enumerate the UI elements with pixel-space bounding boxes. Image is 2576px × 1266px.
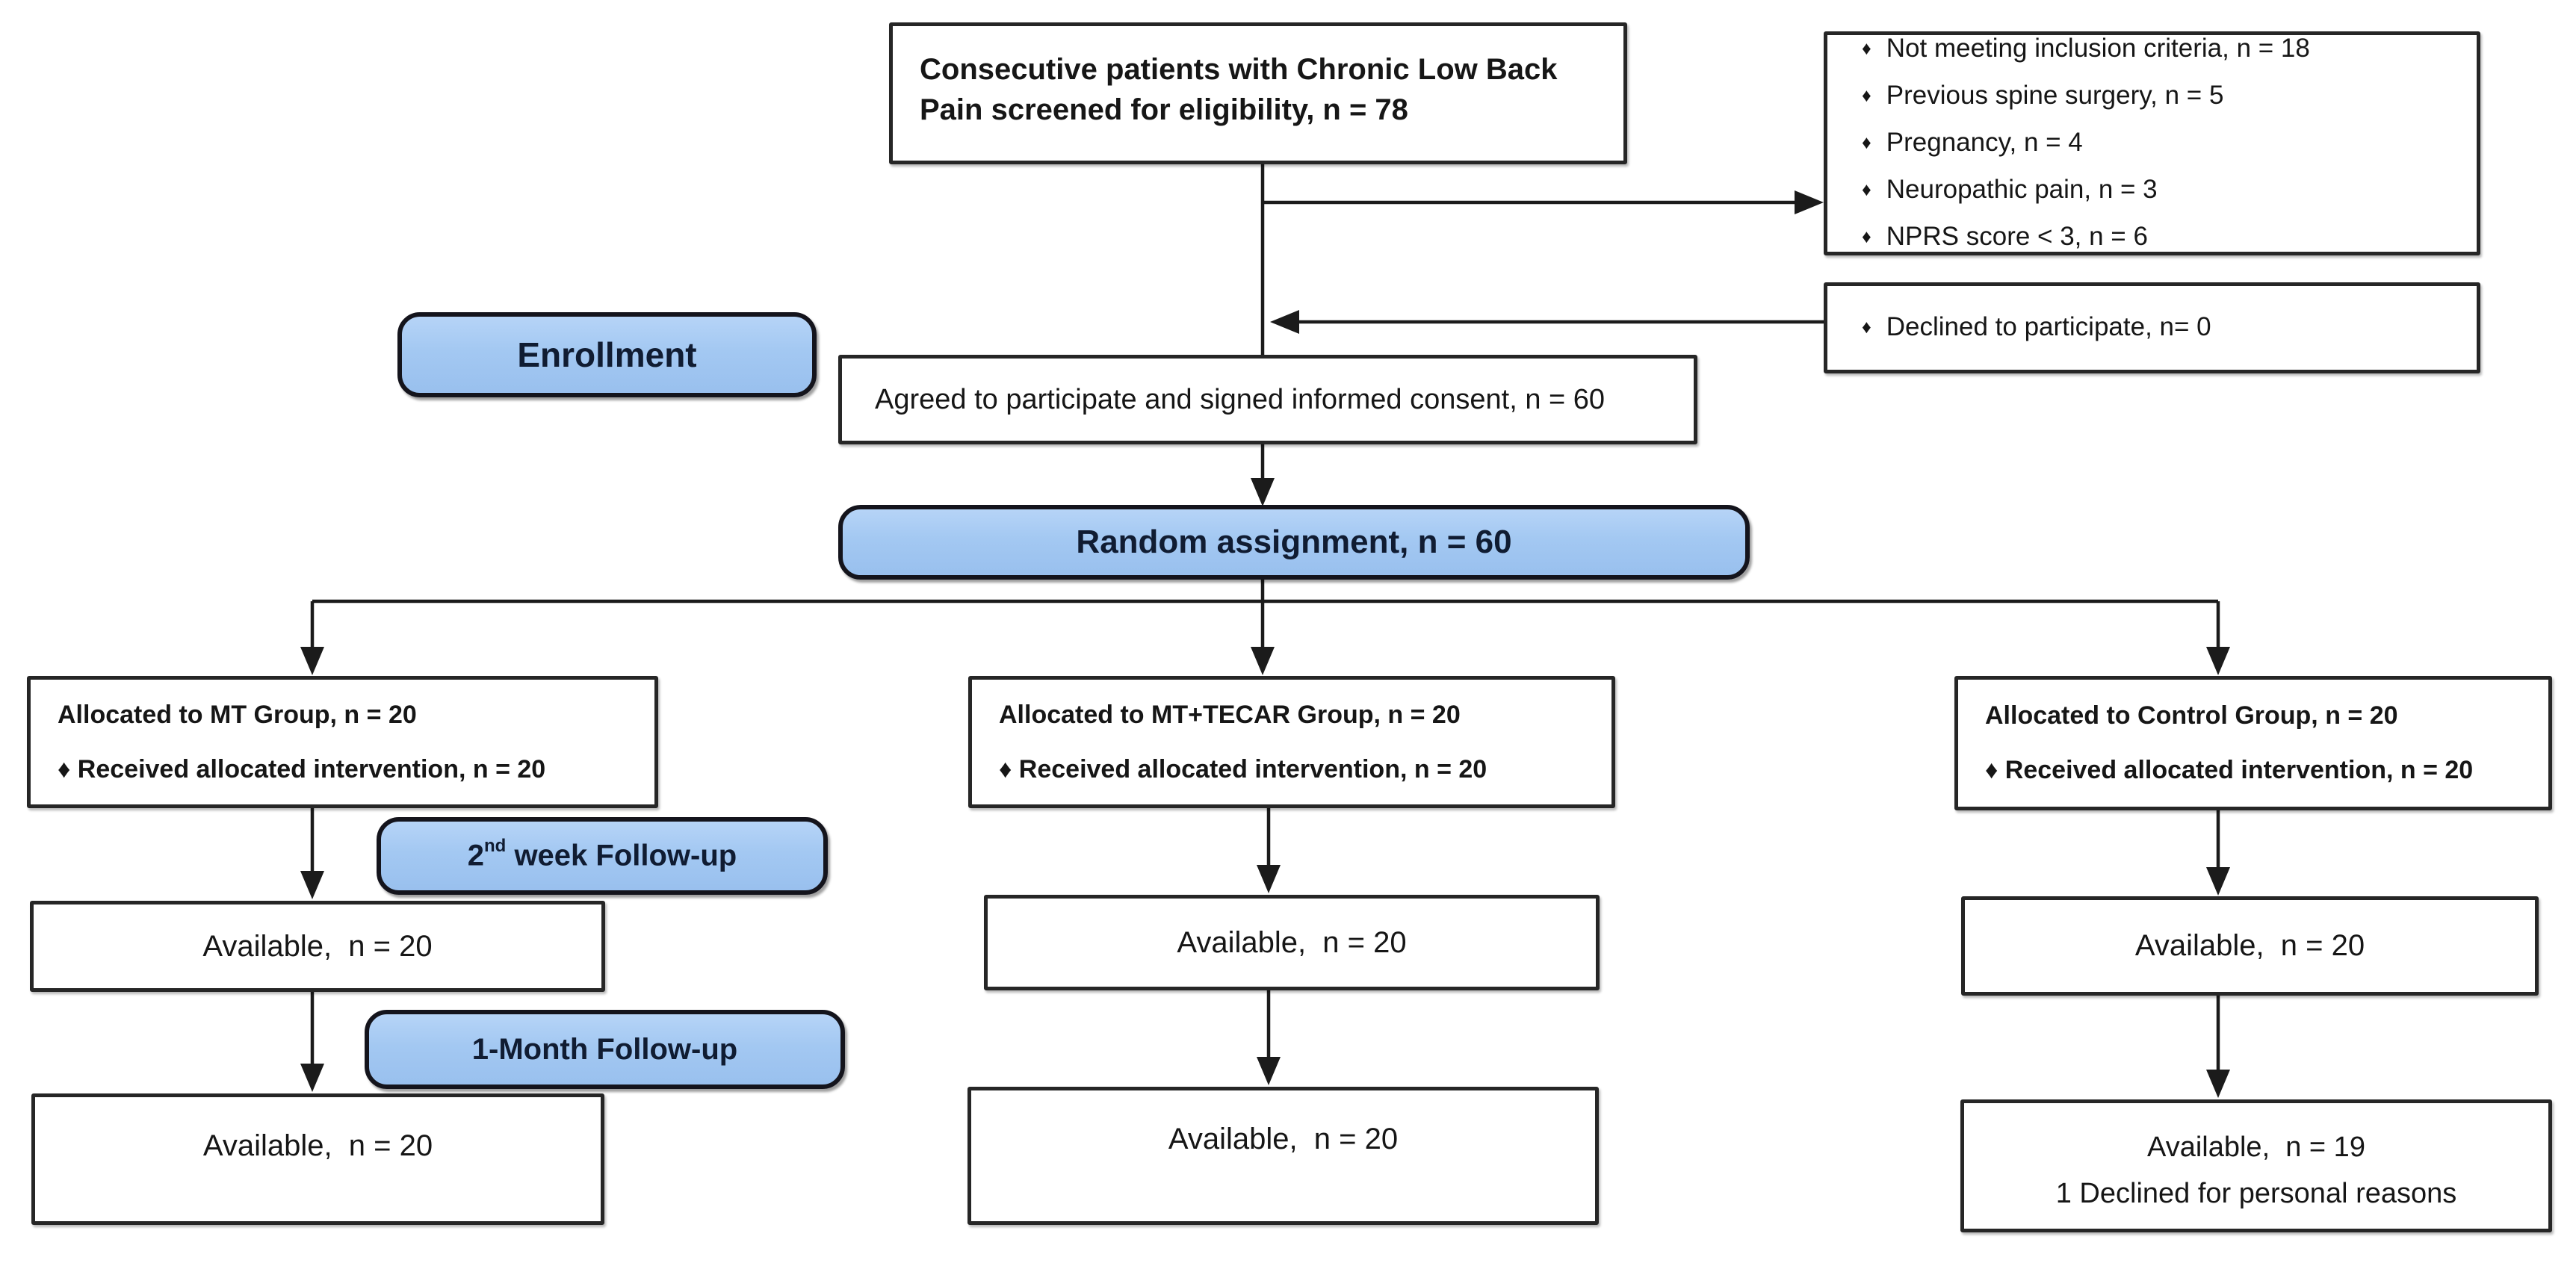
excluded-item-text: Previous spine surgery, n = 5 <box>1886 80 2224 110</box>
arrowhead-1month-mt-icon <box>300 1064 324 1092</box>
available-1month-control-line2: 1 Declined for personal reasons <box>2055 1178 2457 1209</box>
allocation-mt-box: Allocated to MT Group, n = 20 ♦ Received… <box>27 676 658 808</box>
enrollment-label-text: Enrollment <box>517 335 697 374</box>
screened-text: Consecutive patients with Chronic Low Ba… <box>920 53 1566 126</box>
random-assignment-text: Random assignment, n = 60 <box>1076 524 1512 560</box>
arrowhead-alloc-mt-tecar-icon <box>1251 647 1275 675</box>
allocation-mt-line2: ♦ Received allocated intervention, n = 2… <box>58 754 546 784</box>
excluded-box: ♦ Not meeting inclusion criteria, n = 18… <box>1824 31 2480 255</box>
arrowhead-excluded-icon <box>1795 190 1824 214</box>
available-2week-mt-box: Available, n = 20 <box>30 901 605 992</box>
followup-2week-text: 2nd week Follow-up <box>467 836 737 872</box>
available-1month-control-box: Available, n = 19 1 Declined for persona… <box>1960 1099 2552 1232</box>
excluded-item: ♦ Previous spine surgery, n = 5 <box>1862 73 2466 120</box>
available-1month-mt-box: Available, n = 20 <box>31 1093 604 1225</box>
excluded-item: ♦ Neuropathic pain, n = 3 <box>1862 167 2466 214</box>
available-2week-mt-tecar-text: Available, n = 20 <box>1177 925 1407 959</box>
arrowhead-2week-mt-tecar-icon <box>1257 865 1281 893</box>
available-2week-mt-text: Available, n = 20 <box>202 929 433 963</box>
arrowhead-alloc-control-icon <box>2206 647 2230 675</box>
available-2week-control-text: Available, n = 20 <box>2134 929 2365 962</box>
excluded-item: ♦ NPRS score < 3, n = 6 <box>1862 214 2466 261</box>
arrowhead-2week-mt-icon <box>300 871 324 899</box>
arrowhead-2week-control-icon <box>2206 867 2230 896</box>
arrowhead-random-icon <box>1251 478 1275 506</box>
screened-box: Consecutive patients with Chronic Low Ba… <box>889 22 1627 164</box>
allocation-mt-tecar-line1: Allocated to MT+TECAR Group, n = 20 <box>999 700 1461 729</box>
available-1month-mt-text: Available, n = 20 <box>202 1129 433 1162</box>
excluded-item-text: Neuropathic pain, n = 3 <box>1886 174 2158 204</box>
declined-item: ♦ Declined to participate, n= 0 <box>1862 305 2466 352</box>
excluded-item-text: NPRS score < 3, n = 6 <box>1886 221 2148 251</box>
followup-2week-label: 2nd week Follow-up <box>377 817 828 895</box>
allocation-mt-tecar-box: Allocated to MT+TECAR Group, n = 20 ♦ Re… <box>968 676 1615 808</box>
allocation-mt-tecar-line2: ♦ Received allocated intervention, n = 2… <box>999 754 1487 784</box>
diamond-bullet-icon: ♦ <box>1862 37 1871 59</box>
arrowhead-1month-mt-tecar-icon <box>1257 1057 1281 1085</box>
excluded-item: ♦ Not meeting inclusion criteria, n = 18 <box>1862 26 2466 73</box>
available-1month-control-line1: Available, n = 19 <box>2147 1132 2365 1163</box>
arrowhead-alloc-mt-icon <box>300 647 324 675</box>
available-2week-mt-tecar-box: Available, n = 20 <box>984 895 1600 990</box>
arrowhead-declined-icon <box>1270 310 1299 334</box>
diamond-bullet-icon: ♦ <box>1862 226 1871 247</box>
diamond-bullet-icon: ♦ <box>1862 84 1871 106</box>
diamond-bullet-icon: ♦ <box>1862 316 1871 338</box>
consent-box: Agreed to participate and signed informe… <box>838 355 1697 444</box>
followup-2week-sup: nd <box>484 836 507 857</box>
followup-2week-suffix: week Follow-up <box>506 839 737 872</box>
diamond-bullet-icon: ♦ <box>1862 179 1871 200</box>
enrollment-label: Enrollment <box>397 312 817 397</box>
excluded-item-text: Not meeting inclusion criteria, n = 18 <box>1886 33 2310 63</box>
allocation-control-line1: Allocated to Control Group, n = 20 <box>1985 701 2398 730</box>
followup-1month-text: 1-Month Follow-up <box>471 1032 738 1066</box>
excluded-item: ♦ Pregnancy, n = 4 <box>1862 120 2466 167</box>
excluded-item-text: Pregnancy, n = 4 <box>1886 127 2083 157</box>
available-2week-control-box: Available, n = 20 <box>1961 896 2539 996</box>
declined-box: ♦ Declined to participate, n= 0 <box>1824 282 2480 373</box>
followup-1month-label: 1-Month Follow-up <box>365 1010 845 1089</box>
allocation-control-line2: ♦ Received allocated intervention, n = 2… <box>1985 756 2474 784</box>
declined-item-text: Declined to participate, n= 0 <box>1886 311 2211 341</box>
allocation-control-box: Allocated to Control Group, n = 20 ♦ Rec… <box>1954 676 2552 810</box>
consent-text: Agreed to participate and signed informe… <box>875 383 1606 415</box>
arrowhead-1month-control-icon <box>2206 1070 2230 1098</box>
available-1month-mt-tecar-box: Available, n = 20 <box>967 1087 1599 1225</box>
available-1month-mt-tecar-text: Available, n = 20 <box>1168 1123 1399 1155</box>
random-assignment-label: Random assignment, n = 60 <box>838 505 1750 580</box>
diamond-bullet-icon: ♦ <box>1862 131 1871 153</box>
followup-2week-prefix: 2 <box>467 839 484 872</box>
allocation-mt-line1: Allocated to MT Group, n = 20 <box>58 700 417 729</box>
